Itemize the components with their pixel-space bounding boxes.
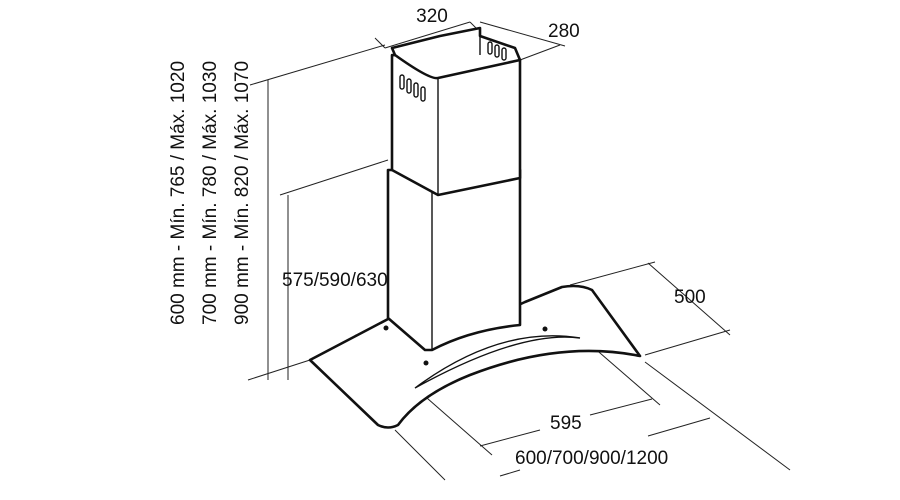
screw-icon — [423, 360, 429, 366]
chimney — [386, 26, 522, 352]
height-label-700: 700 mm - Mín. 780 / Máx. 1030 — [200, 61, 221, 325]
canopy-height-label: 575/590/630 — [282, 270, 388, 291]
vent-slots — [399, 41, 507, 102]
screw-icon — [383, 325, 389, 331]
chimney-width-label: 320 — [416, 6, 448, 27]
depth-label: 500 — [674, 287, 706, 308]
dimension-lines — [247, 21, 791, 481]
screw-icon — [542, 326, 548, 332]
widths-label: 600/700/900/1200 — [515, 448, 668, 469]
height-label-900: 900 mm - Mín. 820 / Máx. 1070 — [232, 61, 253, 325]
height-label-600: 600 mm - Mín. 765 / Máx. 1020 — [168, 61, 189, 325]
chimney-depth-label: 280 — [548, 21, 580, 42]
inner-width-label: 595 — [550, 413, 582, 434]
